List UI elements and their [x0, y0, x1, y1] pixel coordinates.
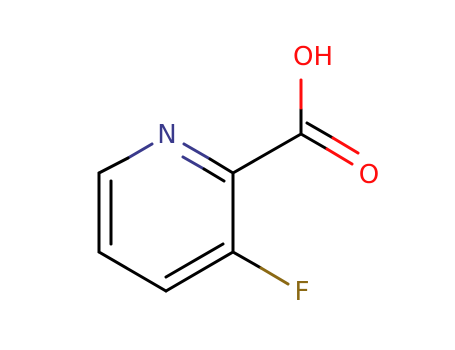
bond-c4-c3	[164, 250, 235, 293]
pyridine-ring	[97, 142, 235, 293]
bond-c3-f-b	[259, 266, 290, 286]
bond-n-c2-double-a	[181, 155, 206, 171]
bond-n-c6-b	[97, 156, 130, 175]
bond-c2-ccooh	[231, 132, 303, 175]
fluoro-substituent	[231, 250, 290, 286]
carbonyl-oxygen-label: O	[359, 160, 379, 190]
bond-c4-c3-double	[164, 242, 225, 279]
nitrogen-label: N	[157, 120, 176, 150]
carboxyl-group	[231, 78, 360, 175]
bond-c-o-double-b	[325, 147, 354, 166]
bond-c-o-double-c	[305, 121, 335, 140]
fluorine-label: F	[295, 277, 310, 307]
bond-n-c2-a	[182, 142, 212, 161]
bond-c5-c4	[97, 250, 168, 293]
bond-c-o-double-a	[299, 132, 329, 151]
bond-c-o-double-d	[331, 136, 360, 155]
bond-n-c6-a	[126, 142, 154, 160]
hydroxyl-label: OH	[293, 42, 333, 72]
bond-n-c2-b	[208, 157, 235, 175]
bond-c3-f-a	[231, 250, 263, 270]
bond-n-c2-double-b	[202, 167, 226, 183]
